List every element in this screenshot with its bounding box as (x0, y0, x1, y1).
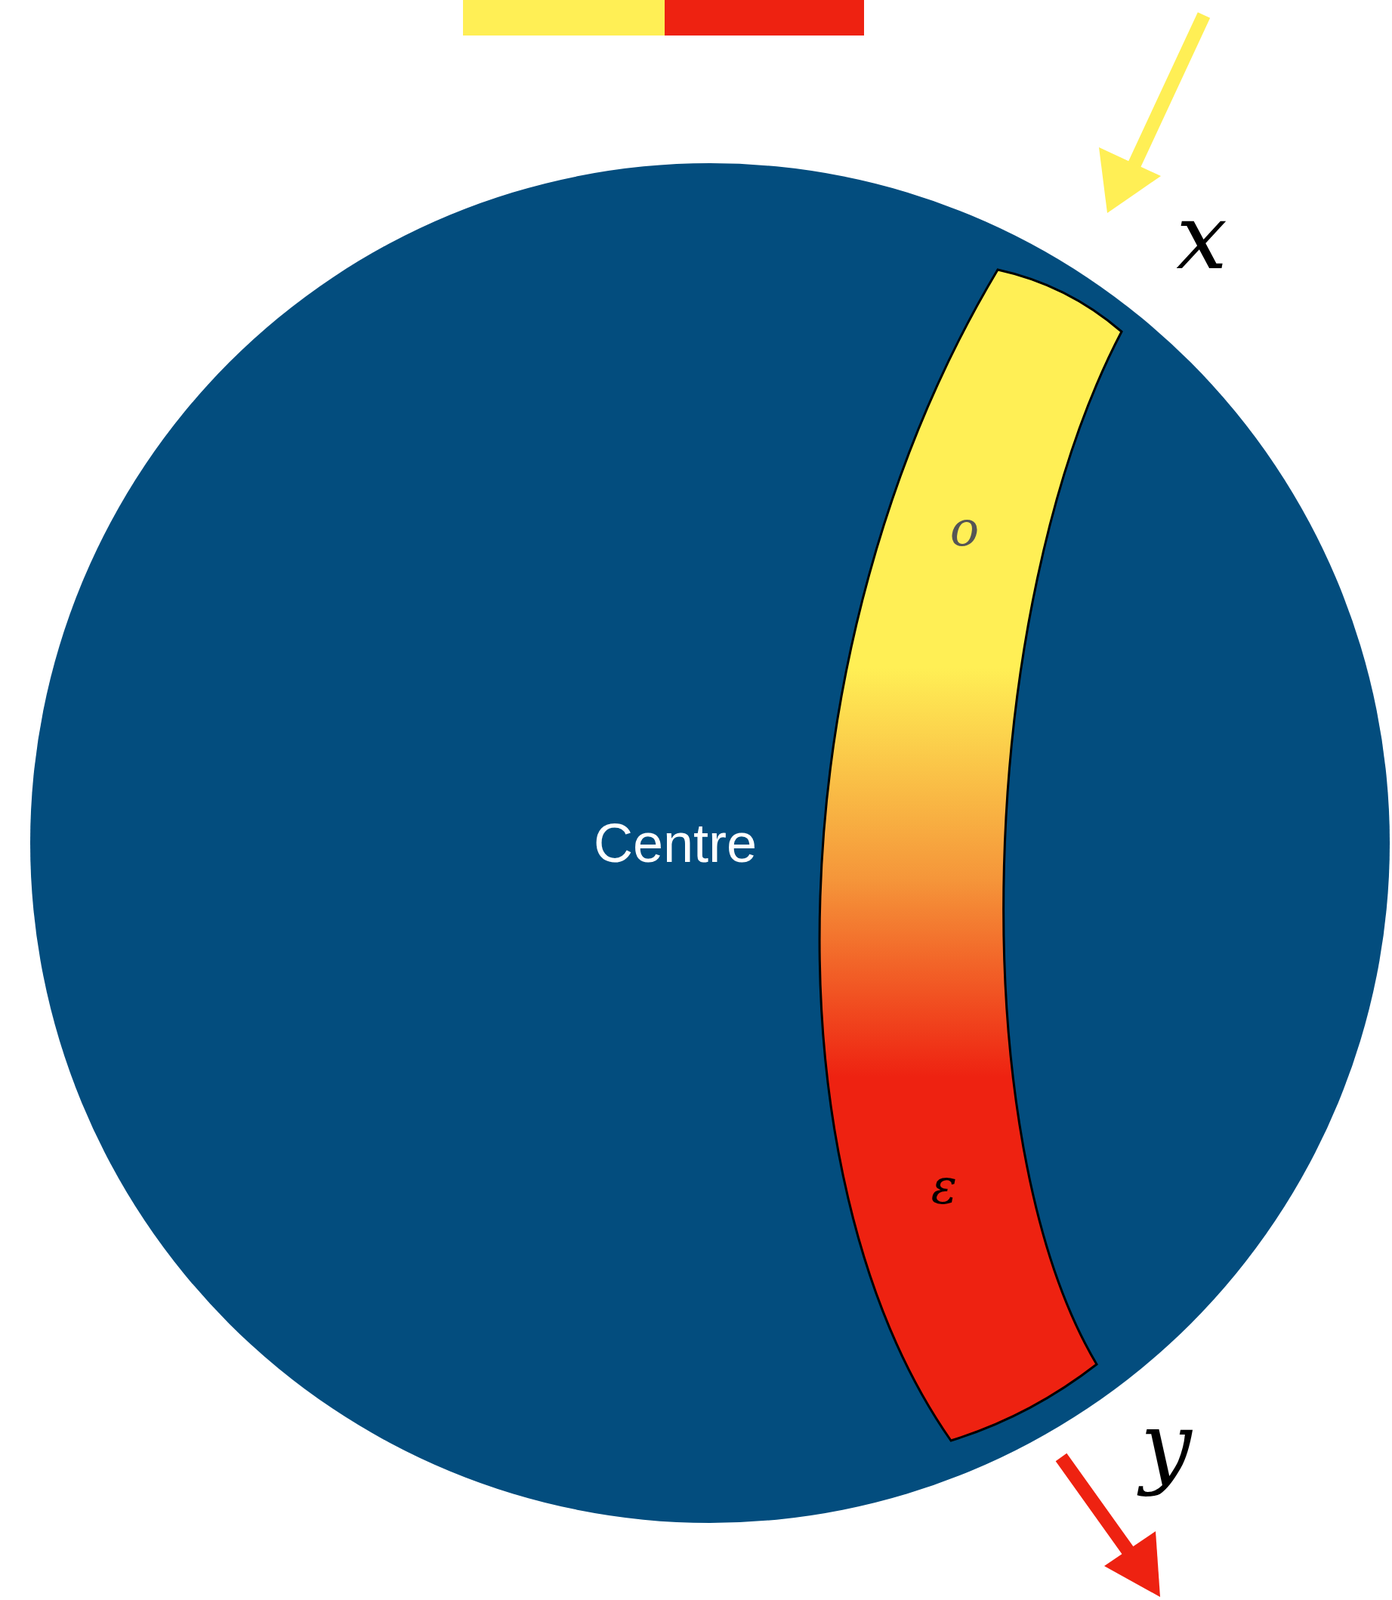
output-arrow-shaft (1061, 1456, 1133, 1558)
axis-label: x (1175, 184, 1228, 290)
region-label: Centre (593, 811, 757, 874)
band-outline (817, 268, 1124, 1443)
axis-label: y (1140, 1392, 1192, 1497)
output-arrow-head (1104, 1530, 1161, 1597)
region-label: ε (931, 1158, 957, 1215)
circle-body (30, 163, 1390, 1523)
colour-bar-red (664, 0, 865, 36)
band-body (819, 269, 1122, 1441)
input-arrow-head (1098, 147, 1161, 213)
circle-region: Centreoε (30, 163, 1390, 1523)
input-arrow-shaft (1132, 15, 1204, 168)
colour-bar-yellow (462, 0, 665, 36)
band-region: oε (817, 268, 1124, 1443)
region-label: o (950, 500, 980, 557)
